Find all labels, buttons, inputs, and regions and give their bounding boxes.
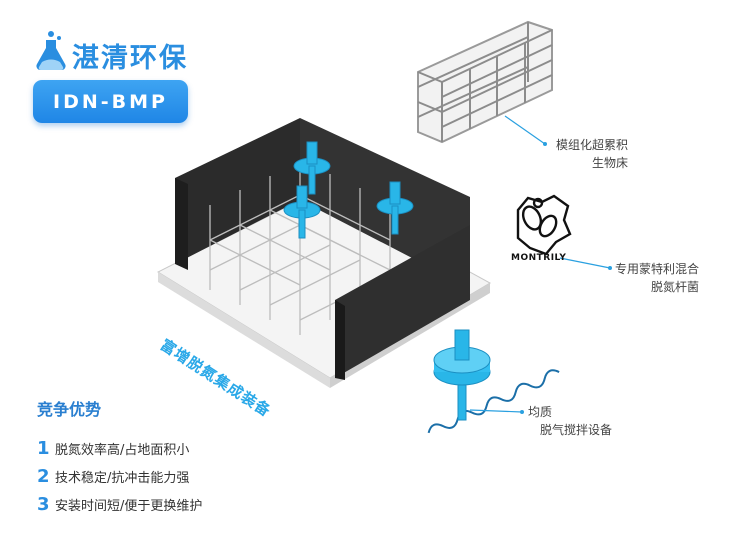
advantage-text: 安装时间短/便于更换维护	[55, 499, 203, 514]
callout-biobed-line2: 生物床	[592, 156, 629, 170]
degassing-mixer-icon	[427, 329, 560, 434]
advantage-item-1: 1 脱氮效率高/占地面积小	[37, 438, 189, 459]
advantage-text: 脱氮效率高/占地面积小	[55, 443, 190, 458]
callout-bacteria-line1: 专用蒙特利混合	[615, 262, 700, 276]
advantage-number: 2	[37, 466, 50, 487]
callout-biobed-line1: 模组化超累积	[556, 138, 629, 152]
callout-mixer-line2: 脱气搅拌设备	[540, 423, 613, 437]
advantage-number: 1	[37, 438, 50, 459]
advantages-title: 竞争优势	[37, 400, 102, 419]
montrily-logo-icon	[516, 194, 572, 256]
callout-bacteria: 专用蒙特利混合 脱氮杆菌	[615, 260, 699, 296]
advantage-item-3: 3 安装时间短/便于更换维护	[37, 494, 202, 515]
biobed-module-icon	[417, 20, 553, 144]
callout-bacteria-line2: 脱氮杆菌	[651, 280, 700, 294]
montrily-label: MONTRILY	[511, 253, 567, 263]
advantage-item-2: 2 技术稳定/抗冲击能力强	[37, 466, 189, 487]
flask-logo-icon	[36, 31, 66, 71]
callout-mixer: 均质 脱气搅拌设备	[528, 403, 612, 439]
model-badge: IDN-BMP	[33, 80, 188, 123]
brand-name: 湛清环保	[72, 43, 188, 74]
advantage-number: 3	[37, 494, 50, 515]
callout-biobed: 模组化超累积 生物床	[556, 136, 628, 172]
tank-mixer-icons	[283, 141, 414, 239]
advantage-text: 技术稳定/抗冲击能力强	[55, 471, 190, 486]
brand-logo	[33, 28, 71, 74]
callout-mixer-line1: 均质	[528, 405, 553, 419]
